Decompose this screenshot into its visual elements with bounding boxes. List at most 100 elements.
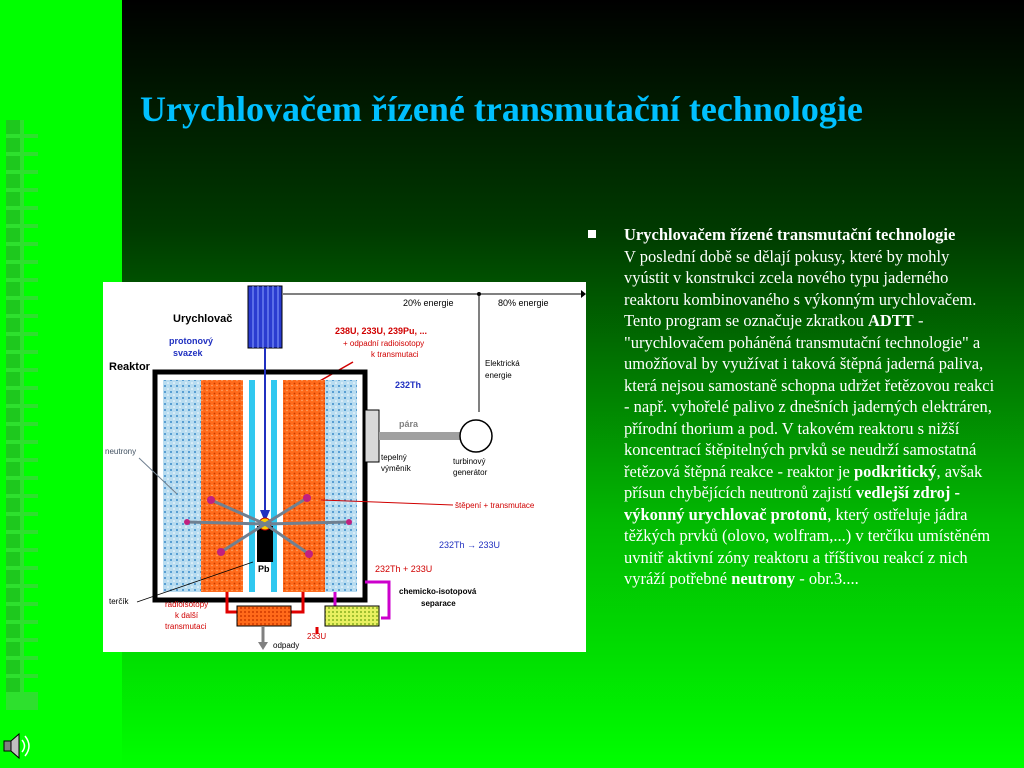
decorative-square xyxy=(24,480,38,494)
para-part-3: , avšak přísun chybějících neutronů zaji… xyxy=(624,461,983,503)
label-radioisotopy-3: transmutaci xyxy=(165,622,207,631)
label-th-plus-u: 232Th + 233U xyxy=(375,564,432,574)
decorative-square xyxy=(24,642,38,656)
speaker-icon[interactable] xyxy=(2,730,32,762)
decorative-square xyxy=(6,408,20,422)
decorative-square xyxy=(24,426,38,440)
label-chemicko-1: chemicko-isotopová xyxy=(399,587,477,596)
decorative-square xyxy=(24,390,38,404)
decorative-square xyxy=(24,462,38,476)
decorative-square xyxy=(6,642,20,656)
decorative-squares xyxy=(6,120,38,710)
decorative-square xyxy=(6,660,20,674)
pb-target xyxy=(257,526,273,562)
decorative-square xyxy=(24,192,38,206)
decorative-square xyxy=(6,192,20,206)
separation-box-1 xyxy=(236,605,292,627)
label-elektricka-1: Elektrická xyxy=(485,359,520,368)
decorative-square xyxy=(24,156,38,170)
heat-exchanger xyxy=(364,409,380,463)
label-isotopes: 238U, 233U, 239Pu, ... xyxy=(335,326,427,336)
para-bold-neutrony: neutrony xyxy=(731,569,796,588)
label-u233: 233U xyxy=(307,632,326,641)
decorative-square xyxy=(24,498,38,512)
decorative-square xyxy=(6,624,20,638)
decorative-square xyxy=(6,300,20,314)
label-isotopes-note-1: + odpadní radioisotopy xyxy=(343,339,424,348)
decorative-square xyxy=(24,264,38,278)
decorative-square xyxy=(24,246,38,260)
para-bold-adtt: ADTT xyxy=(867,311,914,330)
reactor-diagram: Urychlovač protonový svazek 20% energie … xyxy=(103,282,586,652)
decorative-square xyxy=(24,354,38,368)
decorative-square xyxy=(24,534,38,548)
label-energie-80: 80% energie xyxy=(498,298,549,308)
decorative-square xyxy=(24,282,38,296)
decorative-square xyxy=(6,678,20,692)
fuel-left xyxy=(201,380,243,592)
label-elektricka-2: energie xyxy=(485,371,512,380)
decorative-square xyxy=(6,426,20,440)
decorative-square xyxy=(24,552,38,566)
label-th-to-u: 232Th → 233U xyxy=(439,540,500,550)
decorative-square xyxy=(6,228,20,242)
label-tercik: terčík xyxy=(109,597,130,606)
para-bold-zdroj: vedlejší zdroj - výkonný urychlovač prot… xyxy=(624,483,961,524)
bullet-heading: Urychlovačem řízené transmutační technol… xyxy=(624,225,956,244)
decorative-square xyxy=(6,588,20,602)
decorative-square xyxy=(6,534,20,548)
decorative-square xyxy=(24,660,38,674)
decorative-square xyxy=(6,318,20,332)
left-decorative-band xyxy=(0,0,122,768)
decorative-square xyxy=(24,228,38,242)
label-urychlovac: Urychlovač xyxy=(173,313,232,325)
decorative-square xyxy=(6,606,20,620)
para-part-2: - "urychlovačem poháněná transmutační te… xyxy=(624,311,995,481)
accelerator-block xyxy=(247,285,283,349)
label-para: pára xyxy=(399,419,419,429)
decorative-square xyxy=(24,444,38,458)
decorative-square xyxy=(6,264,20,278)
slide-title: Urychlovačem řízené transmutační technol… xyxy=(140,89,863,129)
decorative-square xyxy=(6,138,20,152)
decorative-square xyxy=(6,390,20,404)
decorative-square xyxy=(6,354,20,368)
label-svazek: svazek xyxy=(173,348,204,358)
label-th232: 232Th xyxy=(395,380,421,390)
label-tepelny-2: výměník xyxy=(381,464,412,473)
decorative-square xyxy=(6,210,20,224)
decorative-square xyxy=(6,552,20,566)
bullet-text: Urychlovačem řízené transmutační technol… xyxy=(624,224,996,590)
label-neutrony: neutrony xyxy=(105,447,136,456)
decorative-square xyxy=(24,570,38,584)
decorative-square xyxy=(24,210,38,224)
reactor-vessel xyxy=(152,369,368,603)
label-tepelny-1: tepelný xyxy=(381,453,407,462)
label-reaktor: Reaktor xyxy=(109,361,151,373)
decorative-square xyxy=(24,408,38,422)
decorative-square xyxy=(6,174,20,188)
decorative-square xyxy=(24,678,38,692)
label-pb: Pb xyxy=(258,564,270,574)
label-radioisotopy-2: k další xyxy=(175,611,199,620)
decorative-square xyxy=(6,516,20,530)
label-isotopes-note-2: k transmutaci xyxy=(371,350,419,359)
para-part-4: , který ostřeluje jádra těžkých prvků (o… xyxy=(624,504,991,589)
label-stepeni: štěpení + transmutace xyxy=(455,501,535,510)
para-part-5: - obr.3.... xyxy=(795,569,859,588)
bullet-square-icon xyxy=(588,230,596,238)
decorative-square xyxy=(6,498,20,512)
para-part-1: V poslední době se dělají pokusy, které … xyxy=(624,246,977,331)
label-protonovy: protonový xyxy=(169,336,213,346)
decorative-square xyxy=(24,372,38,386)
separation-box-2 xyxy=(324,605,380,627)
fuel-right xyxy=(283,380,325,592)
decorative-square xyxy=(6,444,20,458)
decorative-square xyxy=(24,336,38,350)
label-radioisotopy-1: radioisotopy xyxy=(165,600,208,609)
label-chemicko-2: separace xyxy=(421,599,456,608)
label-turbinovy-1: turbinový xyxy=(453,457,485,466)
decorative-square xyxy=(24,300,38,314)
label-turbinovy-2: generátor xyxy=(453,468,488,477)
decorative-square xyxy=(24,318,38,332)
